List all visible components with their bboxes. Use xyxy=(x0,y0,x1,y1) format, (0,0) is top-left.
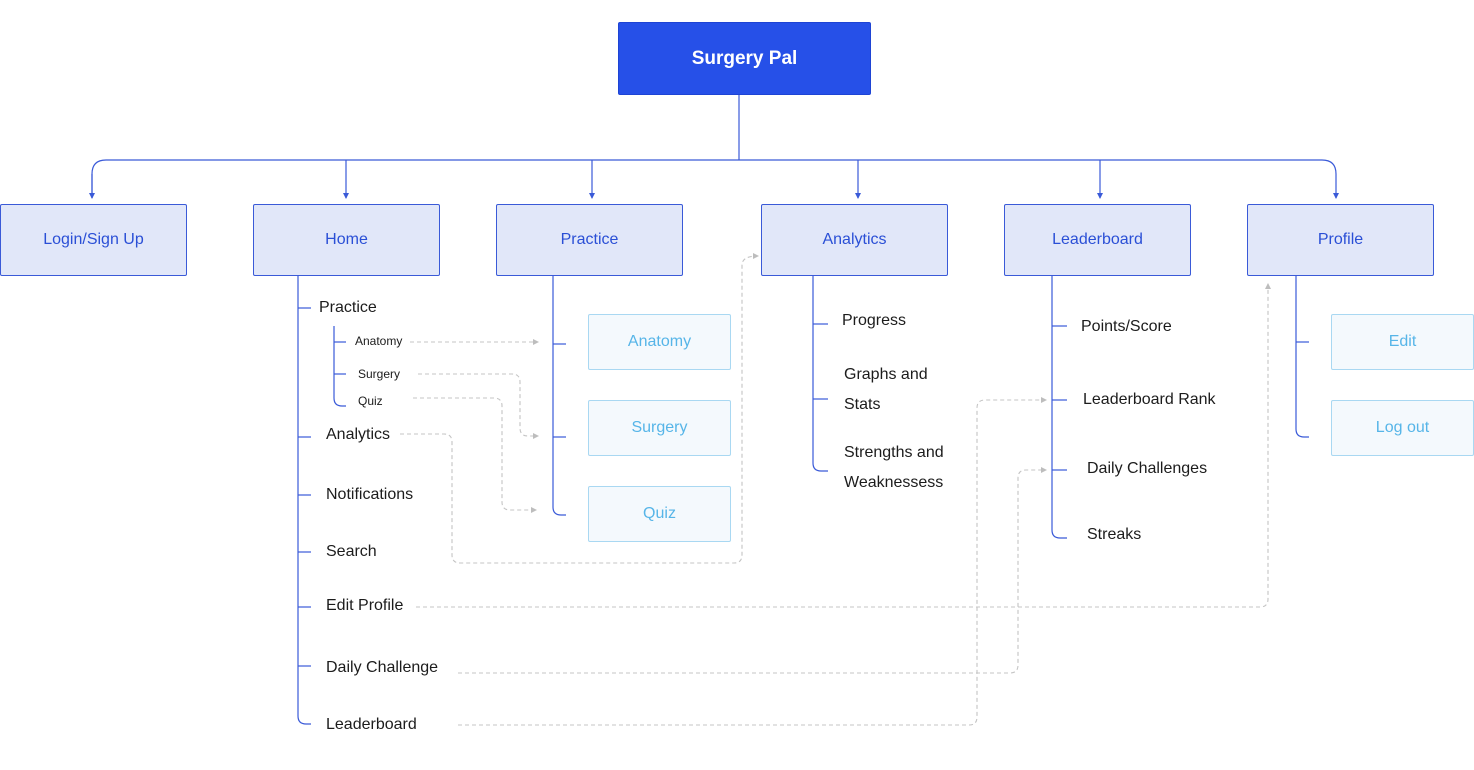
category-analytics[interactable]: Analytics xyxy=(761,204,948,276)
category-home[interactable]: Home xyxy=(253,204,440,276)
profile-box-edit-label: Edit xyxy=(1388,333,1417,350)
profile-branch xyxy=(1295,276,1309,438)
cross-links xyxy=(400,253,1271,726)
leaderboard-branch xyxy=(1051,276,1067,539)
practice-box-anatomy[interactable]: Anatomy xyxy=(588,314,731,370)
root-node[interactable]: Surgery Pal xyxy=(618,22,871,95)
category-login-label: Login/Sign Up xyxy=(43,231,144,248)
category-leaderboard-label: Leaderboard xyxy=(1052,231,1143,248)
home-item-edit-profile: Edit Profile xyxy=(326,597,404,614)
analytics-item-graphs-line1: Graphs and xyxy=(844,366,928,383)
root-label: Surgery Pal xyxy=(691,47,798,69)
home-subitem-quiz: Quiz xyxy=(358,394,383,408)
practice-box-quiz-label: Quiz xyxy=(643,505,676,522)
category-profile-label: Profile xyxy=(1317,231,1364,248)
home-item-search: Search xyxy=(326,543,377,560)
leaderboard-item-streaks: Streaks xyxy=(1087,526,1142,543)
practice-box-surgery[interactable]: Surgery xyxy=(588,400,731,456)
home-subitem-surgery: Surgery xyxy=(358,367,401,381)
leaderboard-item-rank: Leaderboard Rank xyxy=(1083,391,1216,408)
tree-connectors xyxy=(89,95,1339,199)
home-item-practice: Practice xyxy=(319,299,377,316)
analytics-item-strengths-line1: Strengths and xyxy=(844,444,944,461)
profile-box-logout[interactable]: Log out xyxy=(1331,400,1474,456)
analytics-branch xyxy=(812,276,828,472)
analytics-item-strengths-line2: Weaknessess xyxy=(844,474,944,491)
category-profile[interactable]: Profile xyxy=(1247,204,1434,276)
category-practice-label: Practice xyxy=(560,231,619,248)
practice-branch xyxy=(552,276,566,516)
practice-box-anatomy-label: Anatomy xyxy=(627,333,692,350)
practice-box-surgery-label: Surgery xyxy=(631,419,688,436)
practice-box-quiz[interactable]: Quiz xyxy=(588,486,731,542)
home-branch xyxy=(297,276,346,725)
leaderboard-item-daily-challenges: Daily Challenges xyxy=(1087,460,1208,477)
category-practice[interactable]: Practice xyxy=(496,204,683,276)
home-item-daily-challenge: Daily Challenge xyxy=(326,659,439,676)
category-login[interactable]: Login/Sign Up xyxy=(0,204,187,276)
home-subitem-anatomy: Anatomy xyxy=(355,334,403,348)
home-item-notifications: Notifications xyxy=(326,486,414,503)
home-item-leaderboard: Leaderboard xyxy=(326,716,417,733)
category-analytics-label: Analytics xyxy=(822,231,887,248)
home-item-analytics: Analytics xyxy=(326,426,391,443)
analytics-item-graphs-line2: Stats xyxy=(844,396,881,413)
category-home-label: Home xyxy=(325,231,368,248)
leaderboard-item-points: Points/Score xyxy=(1081,318,1172,335)
category-leaderboard[interactable]: Leaderboard xyxy=(1004,204,1191,276)
analytics-item-progress: Progress xyxy=(842,312,907,329)
profile-box-edit[interactable]: Edit xyxy=(1331,314,1474,370)
profile-box-logout-label: Log out xyxy=(1375,419,1430,436)
